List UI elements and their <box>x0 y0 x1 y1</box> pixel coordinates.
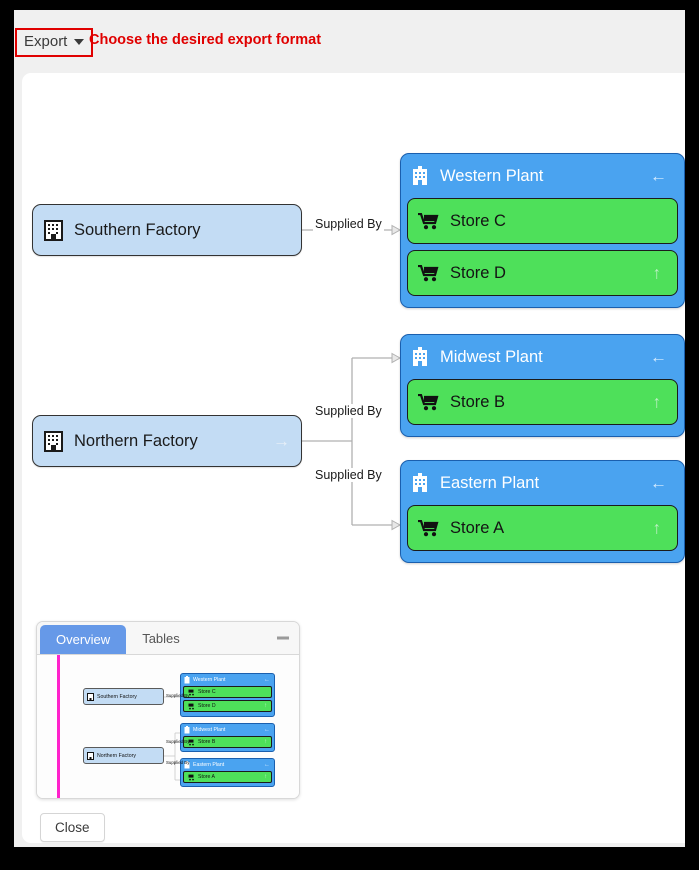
export-highlight-box: Export <box>15 28 94 57</box>
collapse-left-arrow-icon[interactable]: ← <box>264 727 270 733</box>
mini-node-store-c[interactable]: Store C <box>183 686 272 698</box>
mini-edge-label-northern-midwest: Supplied By <box>166 739 190 744</box>
node-southern-factory[interactable]: Southern Factory <box>32 204 302 256</box>
export-hint-text: Choose the desired export format <box>89 32 322 48</box>
mini-group-western-plant[interactable]: Western Plant ← Store C S <box>180 673 275 717</box>
collapse-left-arrow-icon[interactable]: ← <box>264 762 270 768</box>
node-label: Northern Factory <box>74 431 198 450</box>
minimize-icon[interactable] <box>277 636 289 640</box>
shopping-cart-icon <box>418 264 439 282</box>
group-western-plant[interactable]: Western Plant ← Store C <box>400 153 685 308</box>
mini-group-eastern-plant[interactable]: Eastern Plant ← Store A ↑ <box>180 758 275 787</box>
node-label: Store A <box>450 518 505 537</box>
shopping-cart-icon <box>187 689 195 696</box>
collapse-left-arrow-icon[interactable]: ← <box>650 166 667 186</box>
mini-group-header[interactable]: Midwest Plant ← <box>181 724 274 736</box>
group-midwest-plant[interactable]: Midwest Plant ← Store B ↑ <box>400 334 685 437</box>
mini-group-label: Midwest Plant <box>193 727 226 733</box>
node-store-a[interactable]: Store A ↑ <box>407 505 678 551</box>
group-eastern-plant[interactable]: Eastern Plant ← Store A ↑ <box>400 460 685 563</box>
mini-node-label: Store D <box>198 703 216 709</box>
shopping-cart-icon <box>418 519 439 537</box>
collapse-right-arrow-icon[interactable]: → <box>273 431 290 451</box>
mini-node-label: Store C <box>198 689 216 695</box>
overview-panel[interactable]: Overview Tables <box>36 621 300 799</box>
group-label: Midwest Plant <box>440 347 543 366</box>
mini-group-label: Eastern Plant <box>193 762 225 768</box>
plant-building-icon <box>184 726 190 734</box>
mini-node-label: Store A <box>198 774 216 780</box>
mini-node-label: Southern Factory <box>97 693 137 700</box>
mini-group-midwest-plant[interactable]: Midwest Plant ← Store B ↑ <box>180 723 275 752</box>
edge-label-southern-western: Supplied By <box>313 217 384 231</box>
mini-group-label: Western Plant <box>193 677 226 683</box>
plant-building-icon <box>411 347 429 367</box>
mini-node-label: Store B <box>198 739 216 745</box>
mini-node-store-b[interactable]: Store B ↑ <box>183 736 272 748</box>
collapse-left-arrow-icon[interactable]: ← <box>650 347 667 367</box>
shopping-cart-icon <box>418 212 439 230</box>
node-label: Store B <box>450 392 506 411</box>
node-store-b[interactable]: Store B ↑ <box>407 379 678 425</box>
tab-overview[interactable]: Overview <box>40 625 127 654</box>
mini-edge-label-northern-eastern: Supplied By <box>166 760 190 765</box>
dialog-window: Export Choose the desired export format <box>14 10 685 847</box>
export-button-label: Export <box>24 33 68 50</box>
node-label: Southern Factory <box>74 220 201 239</box>
mini-node-southern-factory[interactable]: Southern Factory <box>83 688 164 705</box>
shopping-cart-icon <box>187 703 195 710</box>
plant-building-icon <box>411 473 429 493</box>
mini-group-header[interactable]: Eastern Plant ← <box>181 759 274 771</box>
plant-building-icon <box>411 166 429 186</box>
factory-building-icon <box>44 219 63 241</box>
shopping-cart-icon <box>187 739 195 746</box>
viewport-indicator[interactable] <box>57 655 60 798</box>
mini-edge-lines <box>164 696 180 781</box>
up-arrow-icon[interactable]: ↑ <box>652 263 662 283</box>
factory-building-icon <box>87 751 94 760</box>
up-arrow-icon[interactable]: ↑ <box>652 518 662 538</box>
overview-minimap[interactable]: Southern Factory Northern Factory Wester… <box>37 655 299 798</box>
node-label: Store D <box>450 263 506 282</box>
node-store-c[interactable]: Store C <box>407 198 678 244</box>
group-header[interactable]: Eastern Plant ← <box>401 461 684 505</box>
shopping-cart-icon <box>187 774 195 781</box>
overview-tabbar: Overview Tables <box>37 622 299 655</box>
canvas-card: Southern Factory Northern Facto <box>22 73 685 843</box>
edge-label-northern-eastern: Supplied By <box>313 468 384 482</box>
diagram-canvas[interactable]: Southern Factory Northern Facto <box>22 73 685 613</box>
mini-node-northern-factory[interactable]: Northern Factory <box>83 747 164 764</box>
factory-building-icon <box>44 430 63 452</box>
plant-building-icon <box>184 761 190 769</box>
mini-group-header[interactable]: Western Plant ← <box>181 674 274 686</box>
collapse-left-arrow-icon[interactable]: ← <box>264 677 270 683</box>
shopping-cart-icon <box>418 393 439 411</box>
collapse-left-arrow-icon[interactable]: ← <box>650 473 667 493</box>
export-button[interactable]: Export <box>17 30 92 55</box>
chevron-down-icon <box>74 39 85 45</box>
up-arrow-icon[interactable]: ↑ <box>264 703 267 709</box>
node-store-d[interactable]: Store D ↑ <box>407 250 678 296</box>
up-arrow-icon[interactable]: ↑ <box>264 739 267 745</box>
mini-node-store-a[interactable]: Store A ↑ <box>183 771 272 783</box>
node-northern-factory[interactable]: Northern Factory → <box>32 415 302 467</box>
mini-edge-label-southern-western: Supplied By <box>166 693 190 698</box>
group-label: Western Plant <box>440 166 544 185</box>
edge-label-northern-midwest: Supplied By <box>313 404 384 418</box>
group-header[interactable]: Western Plant ← <box>401 154 684 198</box>
mini-node-label: Northern Factory <box>97 752 136 759</box>
toolbar: Export Choose the desired export format <box>14 10 685 70</box>
up-arrow-icon[interactable]: ↑ <box>264 774 267 780</box>
group-label: Eastern Plant <box>440 473 540 492</box>
node-label: Store C <box>450 211 506 230</box>
plant-building-icon <box>184 676 190 684</box>
group-header[interactable]: Midwest Plant ← <box>401 335 684 379</box>
mini-node-store-d[interactable]: Store D ↑ <box>183 700 272 712</box>
tab-tables[interactable]: Tables <box>142 630 180 646</box>
close-button[interactable]: Close <box>40 813 105 842</box>
factory-building-icon <box>87 692 94 701</box>
up-arrow-icon[interactable]: ↑ <box>652 392 662 412</box>
